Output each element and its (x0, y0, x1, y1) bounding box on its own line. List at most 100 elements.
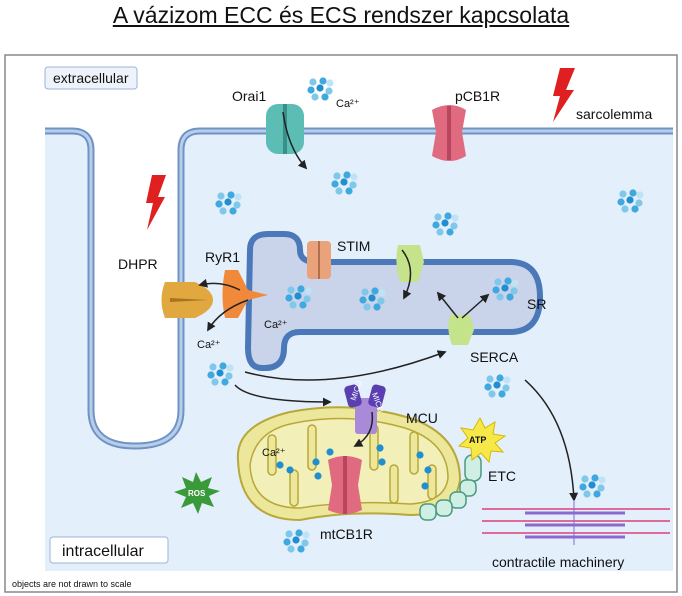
calcium-ion (215, 200, 223, 208)
calcium-ion (378, 289, 386, 297)
calcium-ion (446, 228, 454, 236)
calcium-ion (424, 466, 432, 474)
calcium-ion (307, 86, 315, 94)
calcium-ion (451, 214, 459, 222)
calcium-ion (378, 458, 386, 466)
calcium-ion (621, 205, 629, 213)
calcium-ion (319, 77, 327, 85)
calcium-ion (373, 303, 381, 311)
calcium-ion (488, 390, 496, 398)
intracellular-box (49, 536, 169, 564)
calcium-ion (496, 374, 504, 382)
calcium-ion (233, 201, 241, 209)
calcium-ion-cluster (617, 189, 644, 213)
mtcb1r-label: mtCB1R (320, 526, 373, 542)
calcium-ion-cluster (432, 212, 459, 236)
lightning-icon (553, 68, 575, 122)
calcium-ion (349, 181, 357, 189)
extracellular-label: extracellular (53, 70, 129, 86)
calcium-ion-cluster (492, 277, 519, 301)
calcium-ion (498, 390, 506, 398)
calcium-ion (493, 381, 501, 389)
calcium-ion (326, 79, 334, 87)
calcium-ion (361, 288, 369, 296)
calcium-ion (335, 187, 343, 195)
calcium-ion (486, 375, 494, 383)
contractile-machinery-label: contractile machinery (492, 554, 624, 570)
calcium-ion (226, 364, 234, 372)
calcium-ion (617, 198, 625, 206)
serca-label: SERCA (470, 349, 519, 365)
calcium-ion (598, 476, 606, 484)
ryr1-label: RyR1 (205, 249, 240, 265)
calcium-label: Ca²⁺ (264, 319, 288, 331)
calcium-ion (506, 293, 514, 301)
calcium-ion (321, 93, 329, 101)
calcium-ion (331, 180, 339, 188)
calcium-ion (297, 545, 305, 553)
calcium-ion (434, 213, 442, 221)
calcium-ion (286, 466, 294, 474)
calcium-ion (276, 461, 284, 469)
calcium-ion (581, 475, 589, 483)
calcium-ion (285, 530, 293, 538)
calcium-ion (484, 383, 492, 391)
calcium-label: Ca²⁺ (197, 339, 221, 351)
calcium-ion (416, 451, 424, 459)
atp-burst-icon (457, 416, 507, 464)
calcium-ion (629, 189, 637, 197)
calcium-ion (229, 207, 237, 215)
calcium-ion (340, 178, 348, 186)
calcium-ion (325, 87, 333, 95)
calcium-ion-cluster (285, 285, 312, 309)
calcium-ion (345, 187, 353, 195)
calcium-ion (312, 458, 320, 466)
calcium-ion (299, 301, 307, 309)
lightning-icon (146, 175, 166, 230)
calcium-ion-cluster (359, 287, 386, 311)
calcium-ion (211, 378, 219, 386)
calcium-ion-cluster (207, 362, 234, 386)
calcium-ion (207, 371, 215, 379)
calcium-ion (579, 483, 587, 491)
intracellular-label: intracellular (62, 543, 144, 560)
calcium-ion (501, 284, 509, 292)
calcium-ion (432, 221, 440, 229)
calcium-ion (234, 193, 242, 201)
contractile-machinery (482, 500, 670, 545)
calcium-ion (297, 285, 305, 293)
orai1-label: Orai1 (232, 88, 266, 104)
calcium-ion (224, 198, 232, 206)
calcium-ion (626, 196, 634, 204)
calcium-label: Ca²⁺ (262, 447, 286, 459)
serca-pump-upper (396, 245, 424, 282)
calcium-ion (492, 286, 500, 294)
calcium-ion (363, 303, 371, 311)
mcu-label: MCU (406, 410, 438, 426)
calcium-ion (421, 482, 429, 490)
calcium-ion (371, 287, 379, 295)
calcium-ion (343, 171, 351, 179)
ros-burst-icon (174, 472, 220, 514)
calcium-ion (303, 295, 311, 303)
calcium-ion (376, 444, 384, 452)
pcb1r-label: pCB1R (455, 88, 500, 104)
calcium-ion (314, 472, 322, 480)
calcium-ion (619, 190, 627, 198)
calcium-ion (302, 531, 310, 539)
calcium-ion (316, 84, 324, 92)
orai1-channel (266, 104, 304, 154)
calcium-ion-cluster (579, 474, 606, 498)
calcium-label: Ca²⁺ (336, 98, 360, 110)
calcium-ion-cluster (307, 77, 334, 101)
calcium-ion (225, 372, 233, 380)
calcium-ion (304, 287, 312, 295)
calcium-ion (436, 228, 444, 236)
calcium-ion-cluster (484, 374, 511, 398)
calcium-ion (444, 212, 452, 220)
etc-complex (419, 454, 482, 521)
calcium-ion (217, 192, 225, 200)
calcium-ion (311, 93, 319, 101)
calcium-ion (593, 490, 601, 498)
calcium-ion (502, 384, 510, 392)
